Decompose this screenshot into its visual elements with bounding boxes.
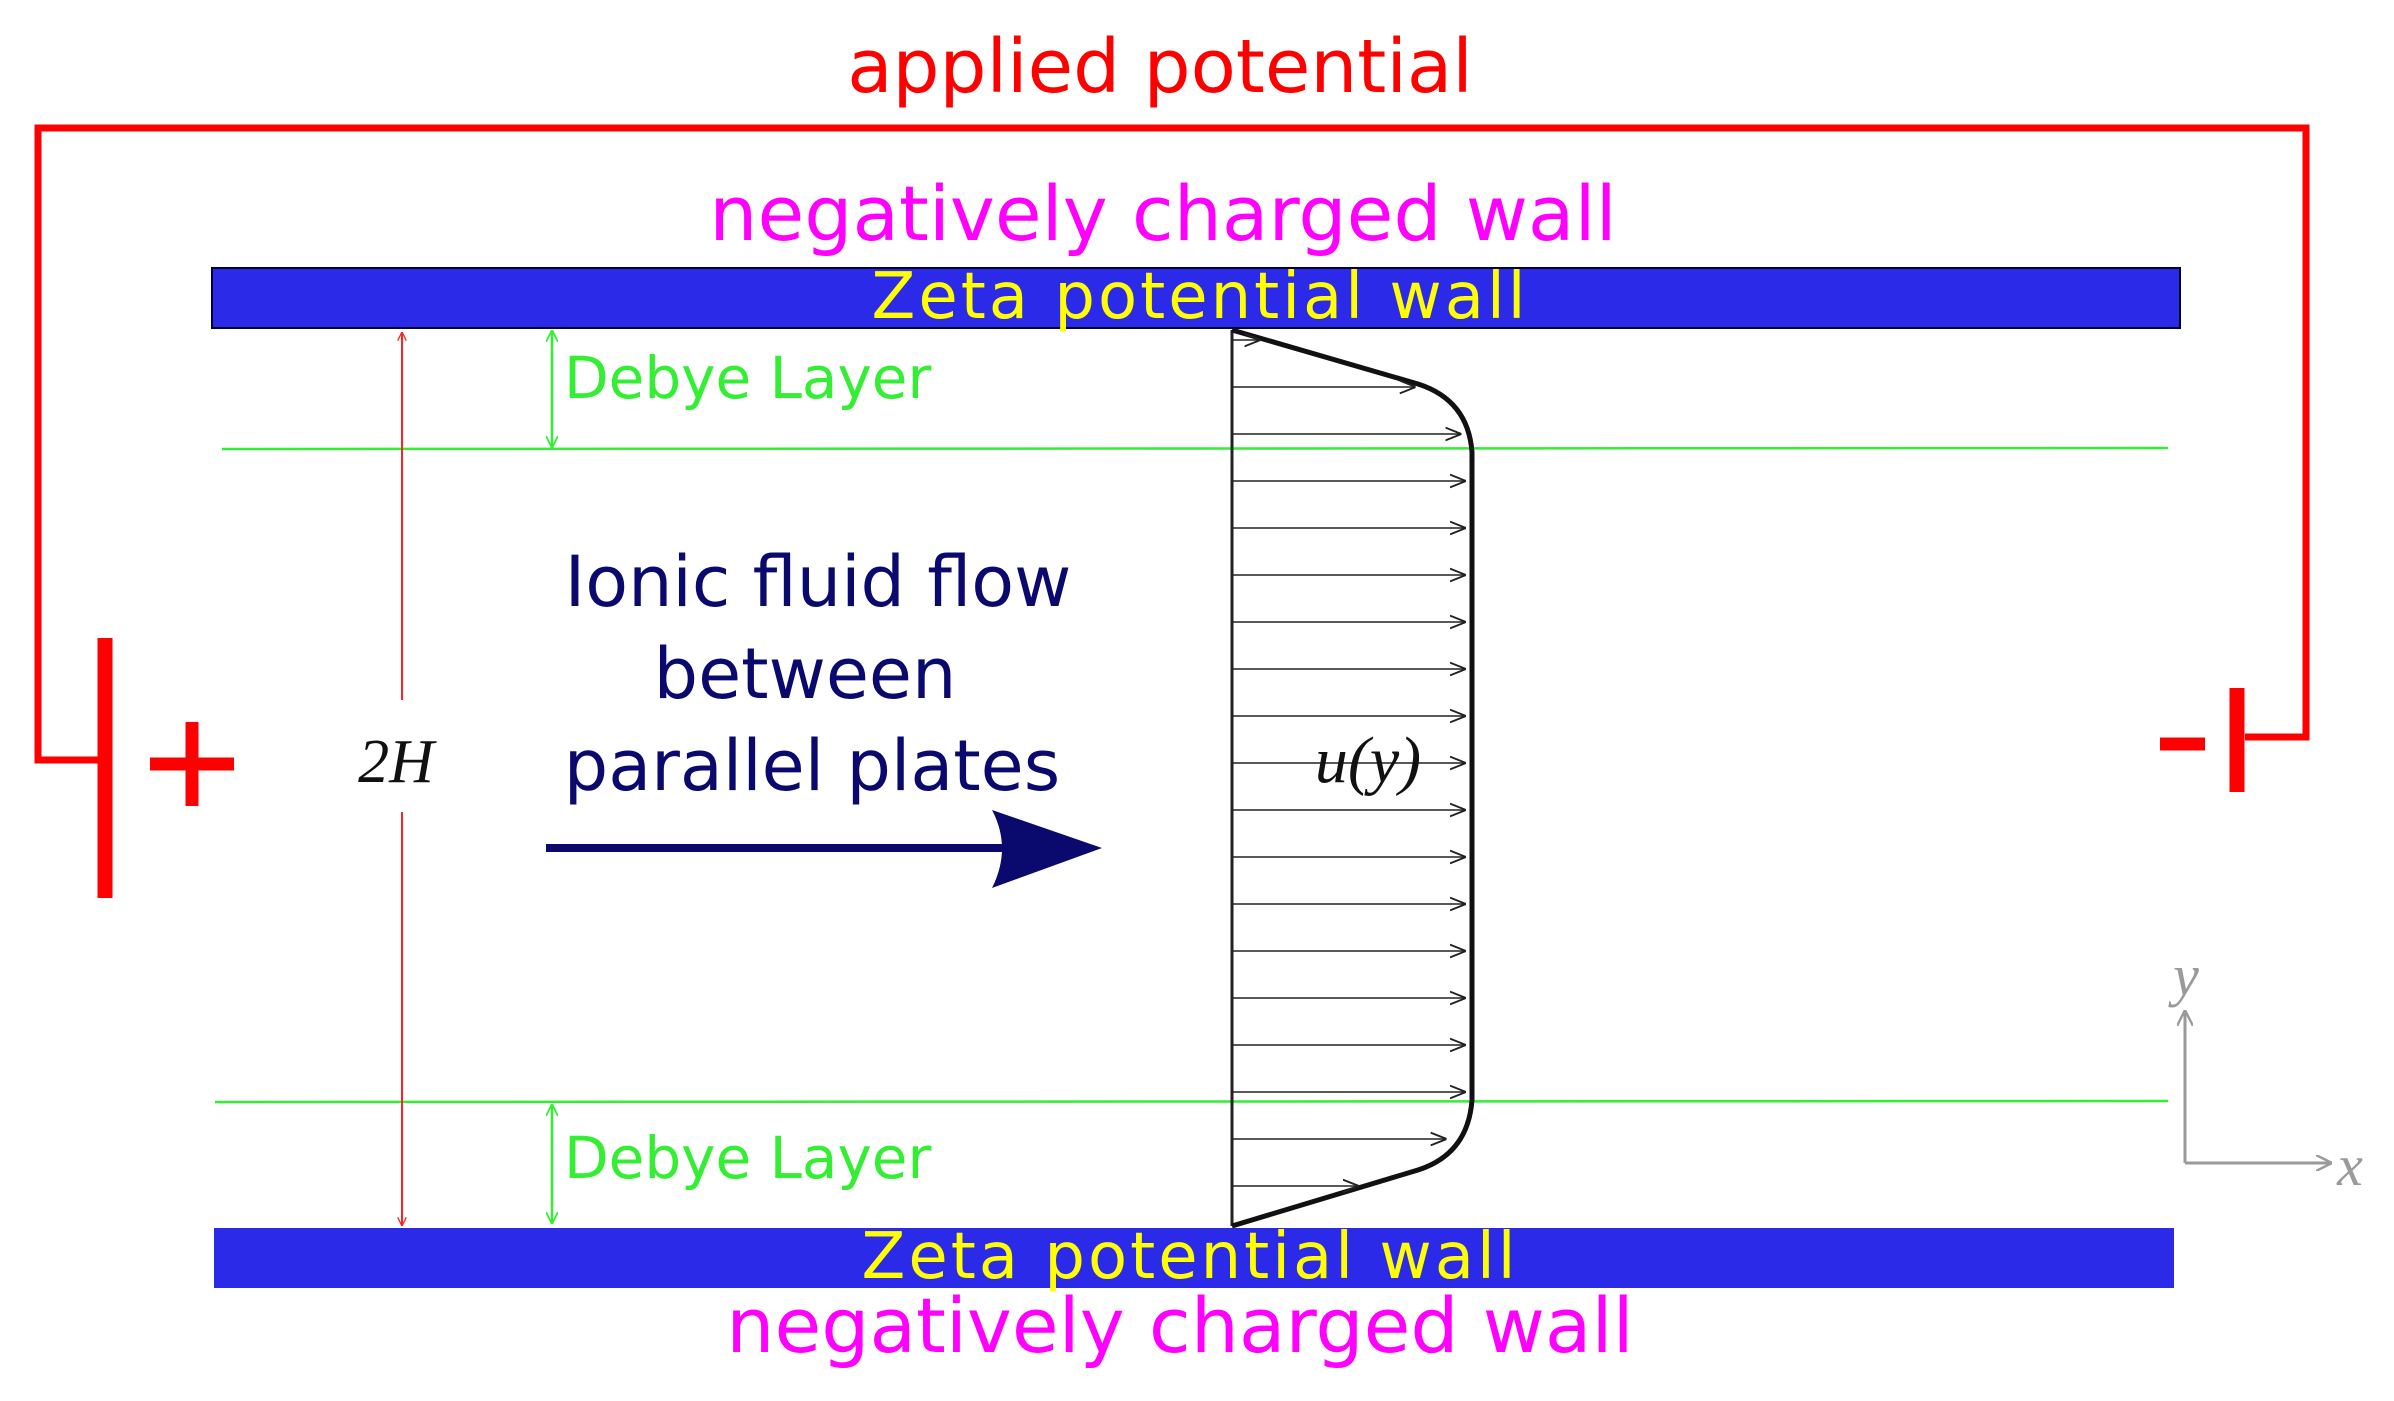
flow-text-line3: parallel plates: [564, 725, 1060, 807]
flow-text-line1: Ionic fluid flow: [565, 541, 1072, 623]
height-label: 2H: [358, 728, 437, 796]
zeta-wall-top: [211, 267, 2181, 329]
profile-curve: [1231, 327, 1475, 1229]
applied-potential-label: applied potential: [847, 24, 1473, 110]
velocity-profile: [1230, 327, 1475, 1229]
arrow-right-icon: [546, 810, 1102, 888]
zeta-wall-bottom: [214, 1228, 2174, 1288]
zeta-wall-top-label: Zeta potential wall: [871, 260, 1528, 334]
coordinate-axes: [2185, 1010, 2332, 1163]
axis-x-label: x: [2336, 1133, 2363, 1198]
velocity-label: u(y): [1315, 724, 1421, 797]
axis-y-label: y: [2168, 943, 2199, 1008]
battery-plus-icon: [97, 638, 234, 898]
neg-wall-top-label: negatively charged wall: [709, 169, 1616, 258]
debye-boundary-top: [221, 446, 2169, 451]
battery-minus-icon: [2160, 688, 2245, 792]
flow-text-line2: between: [654, 633, 957, 715]
debye-boundary-bottom: [214, 1099, 2169, 1104]
circuit-wire: [34, 124, 2310, 764]
neg-wall-bottom-label: negatively charged wall: [726, 1281, 1633, 1370]
zeta-wall-bottom-label: Zeta potential wall: [861, 1220, 1518, 1294]
debye-layer-bottom-label: Debye Layer: [564, 1124, 931, 1192]
debye-layer-top-label: Debye Layer: [564, 344, 931, 412]
